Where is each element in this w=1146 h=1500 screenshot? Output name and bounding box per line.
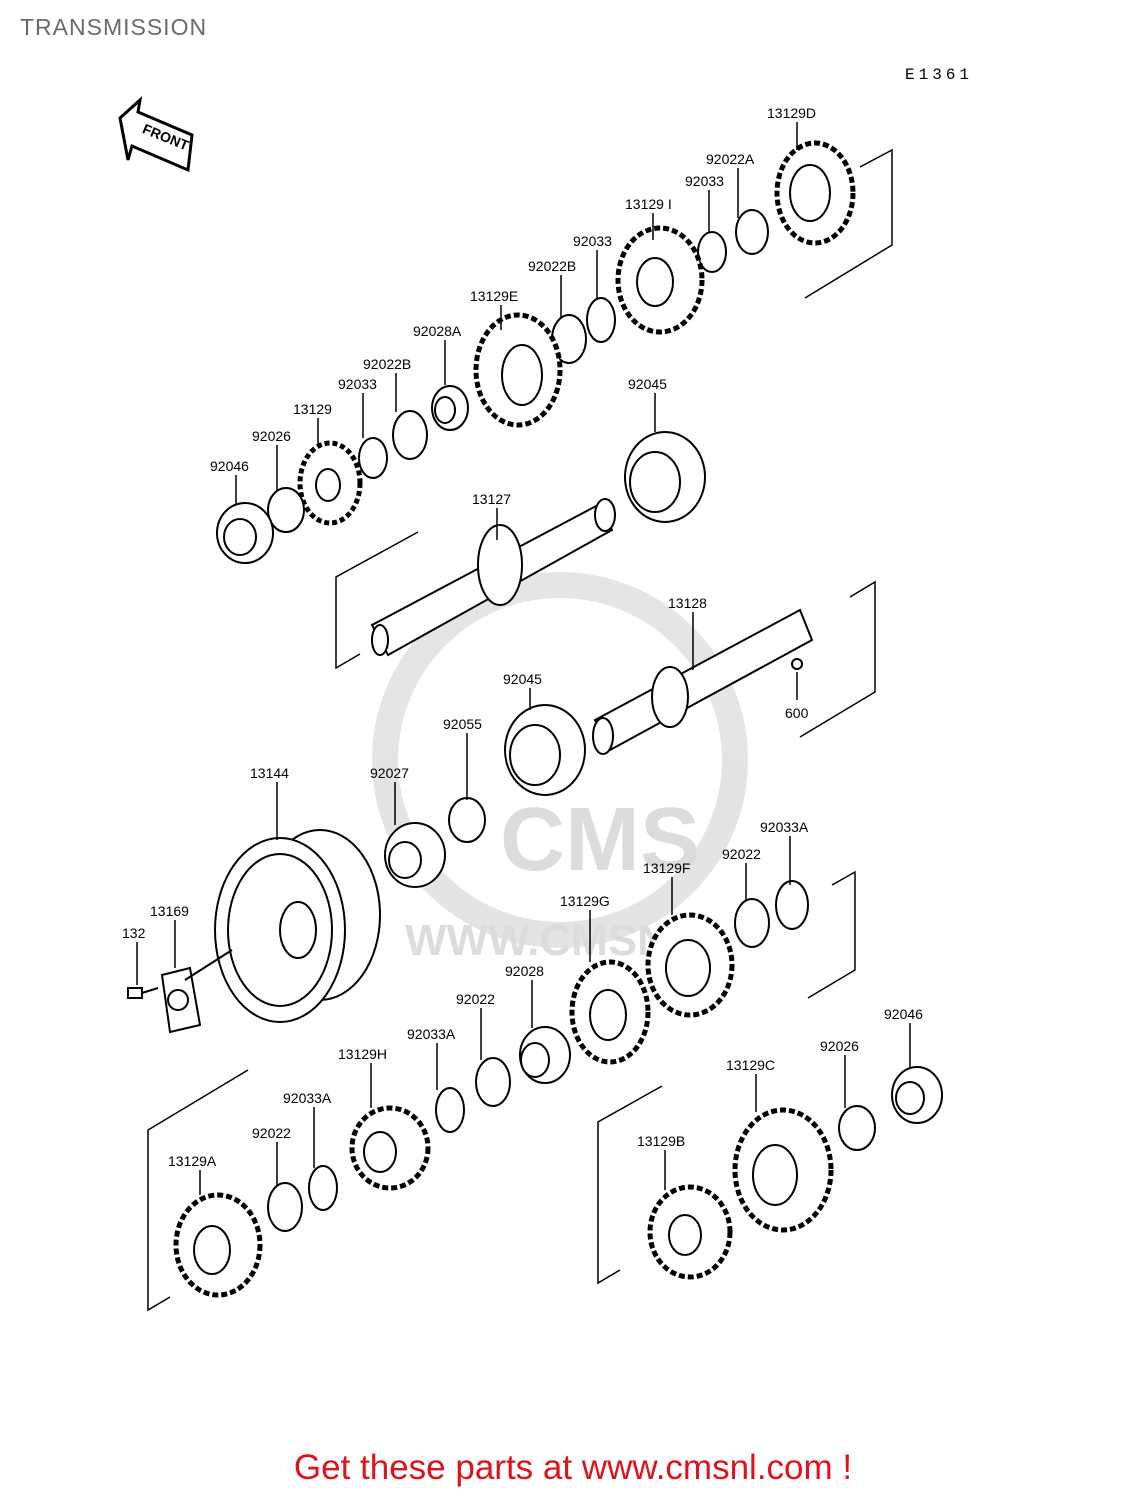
part-label-92033A[interactable]: 92033A <box>283 1090 332 1106</box>
part-label-92026[interactable]: 92026 <box>252 428 291 444</box>
part-label-92022[interactable]: 92022 <box>456 991 495 1007</box>
part-label-92022B[interactable]: 92022B <box>528 258 576 274</box>
part-label-92028A[interactable]: 92028A <box>413 323 462 339</box>
part-label-13129I[interactable]: 13129 I <box>625 196 672 212</box>
watermark: CMS WWW.CMSNL <box>372 572 748 965</box>
part-label-92033[interactable]: 92033 <box>573 233 612 249</box>
part-label-92033A[interactable]: 92033A <box>407 1026 456 1042</box>
part-label-13129F[interactable]: 13129F <box>643 860 690 876</box>
part-label-13129A[interactable]: 13129A <box>168 1153 217 1169</box>
part-label-13129B[interactable]: 13129B <box>637 1133 685 1149</box>
plate-13169-drawing <box>127 949 233 1034</box>
part-labels: 13129D 92022A 92033 13129 I 92033 92022B… <box>122 105 923 1169</box>
page-title: TRANSMISSION <box>20 14 208 40</box>
footer-cta-link[interactable]: Get these parts at www.cmsnl.com ! <box>293 1448 853 1487</box>
shaft-13127-drawing <box>370 498 616 657</box>
front-arrow-icon: FRONT <box>118 96 194 173</box>
part-label-92022A[interactable]: 92022A <box>706 151 755 167</box>
part-label-13129C[interactable]: 13129C <box>726 1057 775 1073</box>
pulley-13144-drawing <box>214 829 381 1023</box>
part-label-92055[interactable]: 92055 <box>443 716 482 732</box>
part-label-132[interactable]: 132 <box>122 925 146 941</box>
part-label-92028[interactable]: 92028 <box>505 963 544 979</box>
shaft-13128-drawing <box>592 608 814 755</box>
part-label-92022B[interactable]: 92022B <box>363 356 411 372</box>
part-label-13129G[interactable]: 13129G <box>560 893 610 909</box>
part-label-13144[interactable]: 13144 <box>250 765 289 781</box>
part-label-92027[interactable]: 92027 <box>370 765 409 781</box>
part-label-92033[interactable]: 92033 <box>685 173 724 189</box>
part-label-92045[interactable]: 92045 <box>628 376 667 392</box>
watermark-url: WWW.CMSNL <box>405 916 696 965</box>
watermark-text: CMS <box>500 790 700 890</box>
part-label-92022[interactable]: 92022 <box>722 846 761 862</box>
part-label-92045[interactable]: 92045 <box>503 671 542 687</box>
exploded-parts-diagram: CMS WWW.CMSNL FRONT <box>118 96 943 1312</box>
part-label-92022[interactable]: 92022 <box>252 1125 291 1141</box>
assembly-brackets <box>147 148 893 1312</box>
part-label-13169[interactable]: 13169 <box>150 903 189 919</box>
part-label-13129E[interactable]: 13129E <box>470 288 518 304</box>
part-label-92033A[interactable]: 92033A <box>760 819 809 835</box>
part-label-13128[interactable]: 13128 <box>668 595 707 611</box>
part-label-92026[interactable]: 92026 <box>820 1038 859 1054</box>
part-label-13129H[interactable]: 13129H <box>338 1046 387 1062</box>
part-label-92033[interactable]: 92033 <box>338 376 377 392</box>
diagram-code: E1361 <box>905 66 974 84</box>
component-shapes <box>173 140 943 1298</box>
part-label-13129D[interactable]: 13129D <box>767 105 816 121</box>
part-label-13129[interactable]: 13129 <box>293 401 332 417</box>
part-label-92046[interactable]: 92046 <box>884 1006 923 1022</box>
part-label-600[interactable]: 600 <box>785 705 809 721</box>
part-label-13127[interactable]: 13127 <box>472 491 511 507</box>
leader-lines <box>136 122 911 1195</box>
part-label-92046[interactable]: 92046 <box>210 458 249 474</box>
